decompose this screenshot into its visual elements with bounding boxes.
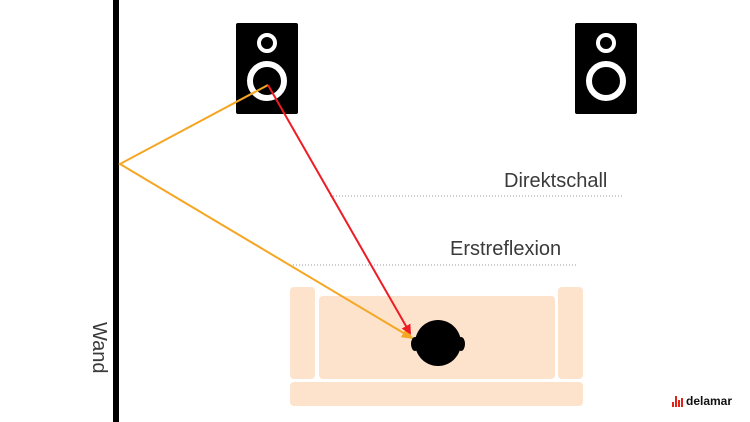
first-reflection-ray xyxy=(117,84,414,340)
sofa-armrest-right xyxy=(558,287,583,379)
listener-head-shape xyxy=(415,320,461,366)
direct-sound-ray xyxy=(267,84,411,335)
speaker-left-tweeter xyxy=(257,33,277,53)
direct-sound-label: Direktschall xyxy=(504,170,608,192)
speaker-right xyxy=(575,23,637,114)
first-reflection-label: Erstreflexion xyxy=(450,238,562,260)
wall-label: Wand xyxy=(88,322,110,374)
listener-ear-left xyxy=(411,337,419,351)
sofa-base xyxy=(290,382,583,406)
speaker-left-woofer xyxy=(247,61,287,101)
sofa-armrest-left xyxy=(290,287,315,379)
speaker-right-tweeter xyxy=(596,33,616,53)
listener-ear-right xyxy=(457,337,465,351)
speaker-right-woofer xyxy=(586,61,626,101)
delamar-logo: delamar xyxy=(672,394,732,408)
logo-bars-icon xyxy=(672,395,683,407)
logo-text: delamar xyxy=(686,394,733,408)
speaker-left xyxy=(236,23,298,114)
listener-head xyxy=(411,320,465,366)
wall xyxy=(113,0,119,422)
